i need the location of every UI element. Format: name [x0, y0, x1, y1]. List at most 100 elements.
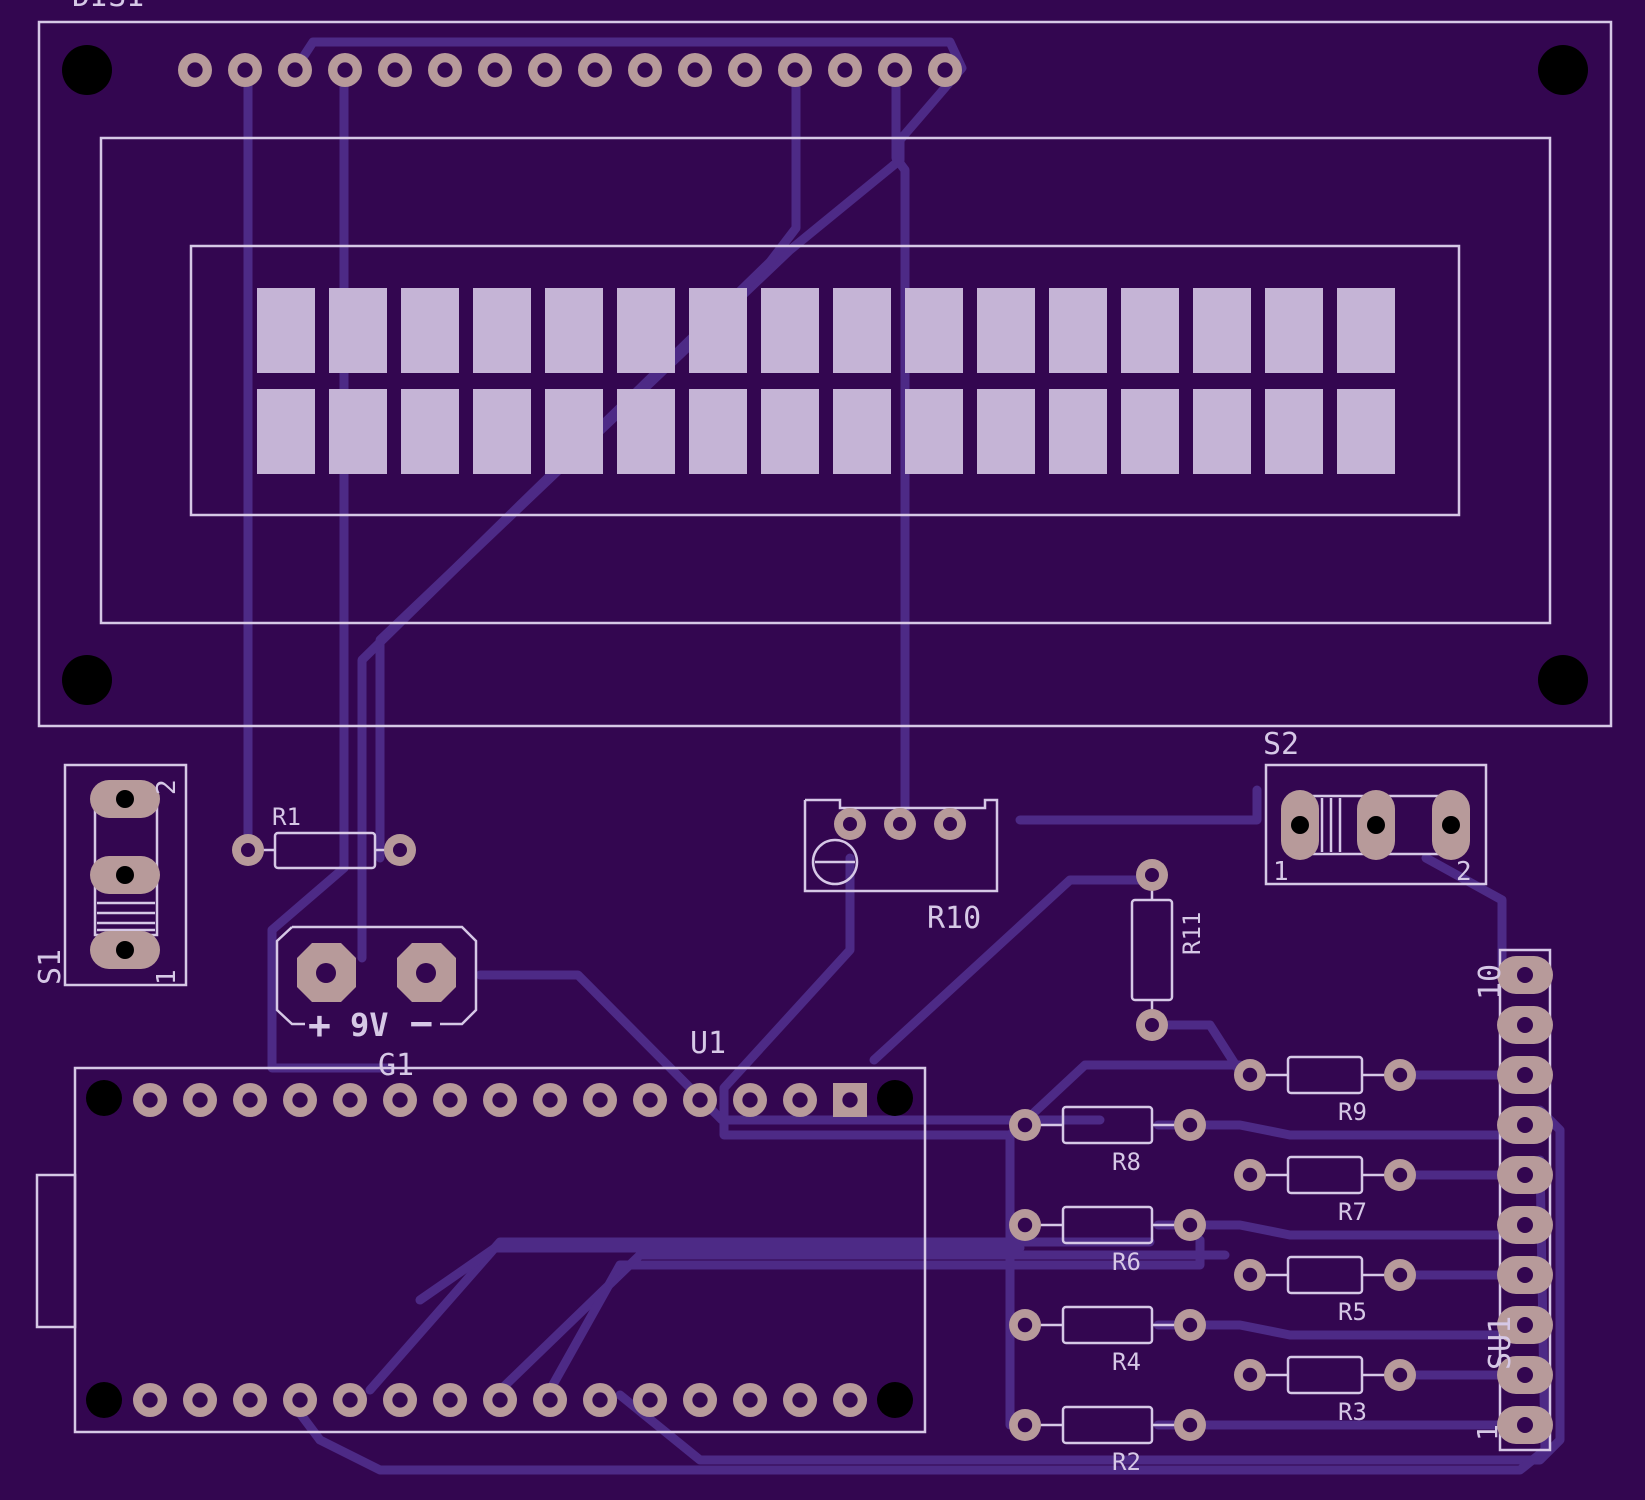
lcd-character-cell — [833, 288, 891, 373]
su1-pin-hole — [1517, 1217, 1533, 1233]
resistor-r2-pad-hole — [1182, 1417, 1198, 1433]
u1-bottom-pin-hole — [692, 1392, 708, 1408]
lcd-character-cells — [257, 288, 1395, 474]
lcd-character-cell — [833, 389, 891, 474]
lcd-header-pin-hole — [887, 62, 903, 78]
u1-bottom-pin-hole — [492, 1392, 508, 1408]
lcd-character-cell — [1265, 389, 1323, 474]
resistor-r8 — [1009, 1105, 1206, 1145]
lcd-character-cell — [761, 389, 819, 474]
lcd-character-cell — [1049, 288, 1107, 373]
u1-bottom-pin-hole — [392, 1392, 408, 1408]
lcd-window — [189, 244, 1461, 517]
u1-bottom-pin-hole — [242, 1392, 258, 1408]
lcd-module-dis1: DIS1 — [37, 0, 1613, 728]
resistor-r7-pad-hole — [1242, 1167, 1258, 1183]
resistor-r2-pad-hole — [1017, 1417, 1033, 1433]
lcd-mounting-hole — [62, 655, 112, 705]
resistor-r8-pad-hole — [1182, 1117, 1198, 1133]
u1-bottom-pin-hole — [592, 1392, 608, 1408]
lcd-bezel — [99, 136, 1552, 625]
lcd-character-cell — [401, 389, 459, 474]
lcd-header-pin-hole — [637, 62, 653, 78]
resistor-r9 — [1234, 1055, 1416, 1095]
lcd-character-cell — [1193, 288, 1251, 373]
microcontroller-u1: U1 — [35, 1026, 927, 1434]
resistor-r5-pad-hole — [1242, 1267, 1258, 1283]
lcd-character-cell — [329, 288, 387, 373]
u1-mounting-hole — [86, 1382, 122, 1418]
lcd-character-cell — [1337, 389, 1395, 474]
u1-top-pin-hole — [692, 1092, 708, 1108]
lcd-character-cell — [401, 288, 459, 373]
r3-label: R3 — [1338, 1398, 1367, 1426]
lcd-character-cell — [689, 389, 747, 474]
su1-pin-hole — [1517, 1267, 1533, 1283]
r2-label: R2 — [1112, 1448, 1141, 1476]
u1-top-pin-hole — [392, 1092, 408, 1108]
resistor-r11: R11 — [1130, 859, 1206, 1041]
lcd-character-cell — [545, 288, 603, 373]
r9-label: R9 — [1338, 1098, 1367, 1126]
lcd-header-pin-hole — [187, 62, 203, 78]
u1-pin-rows — [133, 1083, 867, 1417]
g1-label: G1 — [378, 1048, 414, 1083]
resistor-r4-pad-hole — [1182, 1317, 1198, 1333]
su1-pin-hole — [1517, 967, 1533, 983]
u1-top-pin-hole — [842, 1092, 858, 1108]
u1-bottom-pin-hole — [292, 1392, 308, 1408]
lcd-header-pins — [178, 53, 962, 87]
switch-s2: S2 1 2 — [1263, 727, 1488, 887]
su1-pin-hole — [1517, 1167, 1533, 1183]
lcd-character-cell — [905, 389, 963, 474]
r7-label: R7 — [1338, 1198, 1367, 1226]
lcd-character-cell — [905, 288, 963, 373]
s2-label: S2 — [1263, 727, 1299, 762]
lcd-header-pin-hole — [337, 62, 353, 78]
lcd-character-cell — [617, 288, 675, 373]
su1-pin-hole — [1517, 1067, 1533, 1083]
resistor-r8-pad-hole — [1017, 1117, 1033, 1133]
resistor-r5 — [1234, 1255, 1416, 1295]
resistor-bank-left — [1009, 1105, 1206, 1445]
r4-label: R4 — [1112, 1348, 1141, 1376]
resistor-r6-pad-hole — [1182, 1217, 1198, 1233]
lcd-header-pin-hole — [737, 62, 753, 78]
u1-top-pin-hole — [742, 1092, 758, 1108]
u1-mounting-hole — [877, 1382, 913, 1418]
r6-label: R6 — [1112, 1248, 1141, 1276]
lcd-character-cell — [977, 389, 1035, 474]
r11-label: R11 — [1178, 912, 1206, 955]
su1-pin-hole — [1517, 1317, 1533, 1333]
u1-bottom-pin-hole — [842, 1392, 858, 1408]
lcd-character-cell — [977, 288, 1035, 373]
lcd-character-cell — [257, 389, 315, 474]
u1-top-pin-hole — [242, 1092, 258, 1108]
u1-top-pin-hole — [442, 1092, 458, 1108]
lcd-header-pin-hole — [537, 62, 553, 78]
resistor-r7 — [1234, 1155, 1416, 1195]
u1-bottom-pin-hole — [142, 1392, 158, 1408]
resistor-r6 — [1009, 1205, 1206, 1245]
lcd-header-pin-hole — [687, 62, 703, 78]
resistor-r3-pad-hole — [1392, 1367, 1408, 1383]
su1-pins — [1497, 956, 1553, 1444]
lcd-header-pin-hole — [787, 62, 803, 78]
lcd-character-cell — [1121, 288, 1179, 373]
resistor-r2 — [1009, 1405, 1206, 1445]
battery-plus-label: + — [308, 1003, 331, 1047]
lcd-character-cell — [473, 288, 531, 373]
lcd-character-cell — [1193, 389, 1251, 474]
lcd-character-cell — [689, 288, 747, 373]
s1-pin1-label: 1 — [152, 969, 182, 985]
su1-pin1-label: 1 — [1471, 1424, 1504, 1441]
su1-pin-hole — [1517, 1367, 1533, 1383]
u1-mounting-hole — [86, 1080, 122, 1116]
switch-s1: 2 1 S1 — [33, 763, 188, 987]
su1-pin-hole — [1517, 1017, 1533, 1033]
u1-bottom-pin-hole — [792, 1392, 808, 1408]
resistor-r5-pad-hole — [1392, 1267, 1408, 1283]
lcd-mounting-hole — [1538, 655, 1588, 705]
lcd-character-cell — [329, 389, 387, 474]
r8-label: R8 — [1112, 1148, 1141, 1176]
